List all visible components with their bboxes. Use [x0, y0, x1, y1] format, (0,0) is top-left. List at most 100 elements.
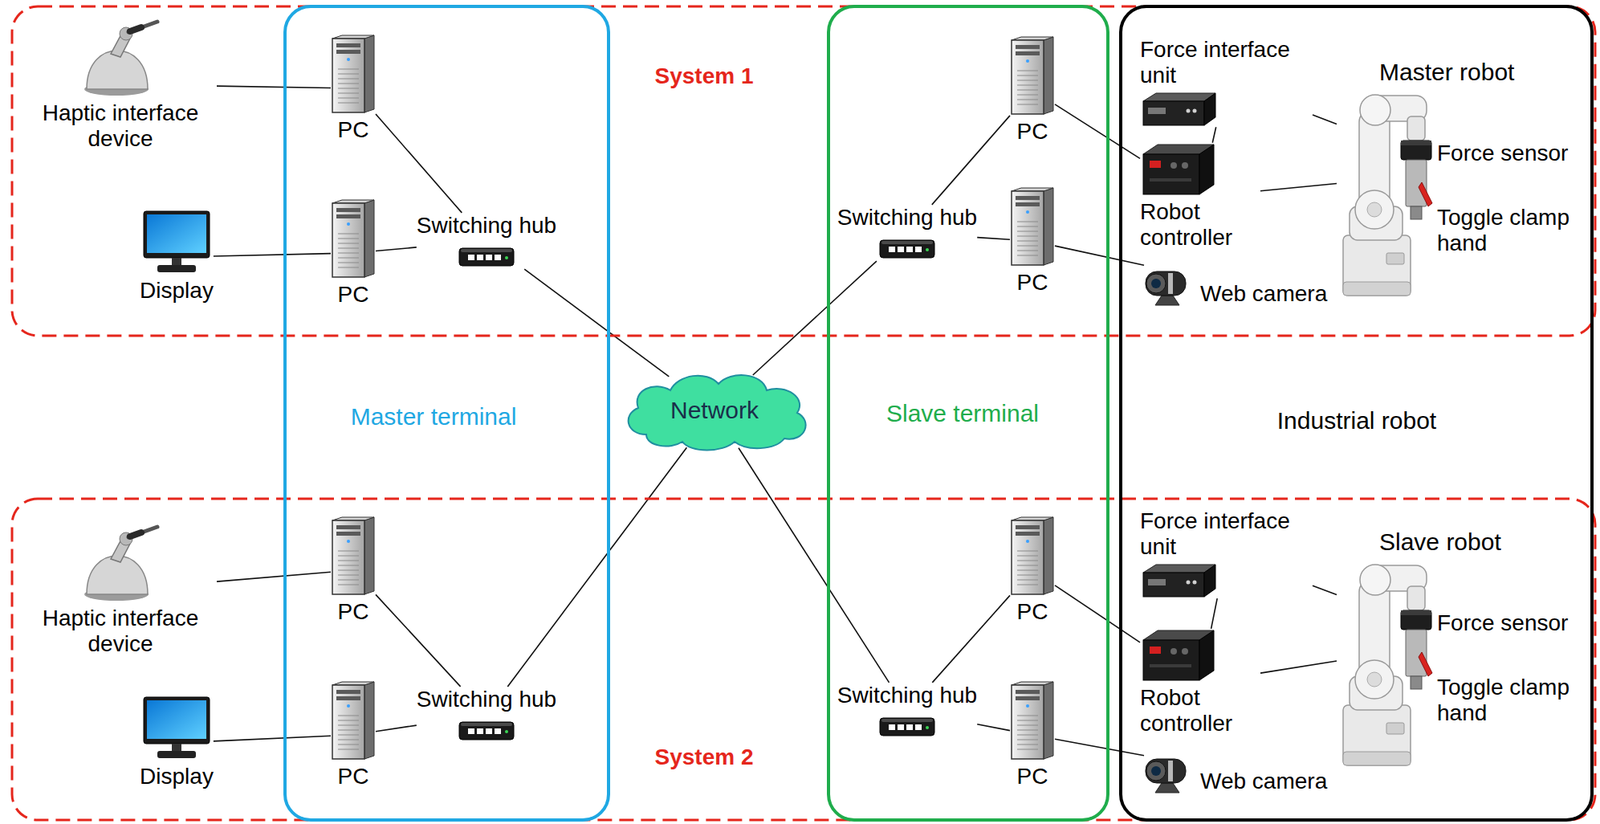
- ctrl-icon: [1143, 144, 1214, 195]
- force-icon: [1143, 93, 1216, 126]
- connector: [1054, 104, 1140, 159]
- connector: [1054, 585, 1140, 643]
- connector: [375, 247, 417, 252]
- group-title: System 2: [655, 744, 754, 770]
- group-title: Master terminal: [350, 403, 518, 432]
- web-camera: Web camera: [1144, 750, 1328, 794]
- pc-icon: [1009, 186, 1055, 267]
- device-label: Haptic interface device: [24, 605, 217, 657]
- robot-icon: [1336, 561, 1434, 767]
- pc-icon: [332, 517, 375, 595]
- ctrl-icon: [1139, 628, 1217, 682]
- industrial-robot-group: Industrial robotForce interface unitRobo…: [1119, 4, 1594, 822]
- pc-icon: [1011, 681, 1054, 759]
- haptic-icon: [84, 526, 158, 601]
- connector: [216, 571, 331, 582]
- connector: [738, 447, 890, 683]
- hub-icon: [879, 717, 935, 736]
- robot-icon: [1336, 92, 1434, 298]
- device-label: Web camera: [1200, 280, 1328, 307]
- connector: [1211, 598, 1218, 629]
- group-title: Slave terminal: [886, 399, 1039, 428]
- group-title: System 1: [655, 63, 754, 90]
- pc-icon: [332, 681, 375, 759]
- connector: [213, 735, 331, 741]
- pc: PC: [330, 679, 376, 790]
- connector: [213, 253, 331, 257]
- connector: [375, 724, 417, 732]
- pc-icon: [1011, 36, 1054, 114]
- force-interface-unit: Force interface unit: [1139, 36, 1313, 127]
- device-label: Force interface unit: [1139, 36, 1313, 89]
- web-camera: Web camera: [1144, 263, 1328, 307]
- hub-icon: [879, 233, 936, 261]
- cam-icon: [1144, 750, 1193, 794]
- hub-icon: [879, 711, 936, 739]
- device-label: PC: [337, 281, 370, 308]
- pc-icon: [332, 199, 375, 277]
- switching-hub: Switching hub: [416, 212, 557, 269]
- connector: [1054, 738, 1145, 756]
- switching-hub: Switching hub: [837, 204, 978, 261]
- hub-icon: [459, 248, 514, 266]
- pc-icon: [330, 33, 376, 114]
- hub-icon: [459, 721, 514, 740]
- device-label: Robot controller: [1139, 199, 1261, 251]
- switching-hub: Switching hub: [837, 682, 978, 739]
- device-label: PC: [1017, 118, 1049, 145]
- connector: [216, 85, 331, 88]
- connector: [1312, 114, 1337, 125]
- connector: [524, 268, 669, 377]
- device-label: PC: [1017, 763, 1049, 790]
- display: Display: [139, 696, 214, 790]
- robot-controller: Robot controller: [1139, 628, 1261, 737]
- connector: [1260, 183, 1337, 192]
- switching-hub: Switching hub: [416, 686, 557, 743]
- device-label: Switching hub: [416, 212, 557, 239]
- connector: [1212, 126, 1216, 143]
- part-label: Toggle clamp hand: [1437, 204, 1582, 257]
- network-cloud: Network: [614, 366, 815, 455]
- force-icon: [1139, 91, 1218, 127]
- hub-icon: [458, 241, 515, 269]
- cloud-shape: [628, 374, 807, 450]
- cam-icon: [1144, 263, 1193, 307]
- pc-icon: [1011, 187, 1054, 265]
- haptic-device: Haptic interface device: [24, 521, 217, 657]
- connector: [1312, 585, 1337, 595]
- haptic-icon: [84, 21, 158, 96]
- display-icon: [143, 211, 210, 273]
- robot-icon: [1343, 564, 1433, 766]
- connector: [1260, 660, 1337, 673]
- connector: [932, 594, 1010, 683]
- pc: PC: [1009, 35, 1055, 145]
- device-label: PC: [1017, 269, 1049, 296]
- part-label: Force sensor: [1437, 610, 1568, 636]
- device-label: Display: [139, 277, 214, 304]
- part-label: Force sensor: [1437, 140, 1568, 167]
- group-title: Industrial robot: [1277, 407, 1437, 436]
- ctrl-icon: [1139, 142, 1217, 196]
- pc: PC: [1009, 679, 1055, 790]
- device-label: PC: [337, 763, 370, 790]
- pc: PC: [330, 198, 376, 308]
- device-label: Force interface unit: [1139, 508, 1313, 560]
- haptic-icon: [80, 16, 161, 98]
- haptic-icon: [80, 521, 161, 603]
- pc-icon: [330, 515, 376, 596]
- device-label: PC: [1017, 598, 1049, 625]
- device-label: Switching hub: [837, 682, 978, 709]
- connector: [932, 115, 1010, 205]
- pc: PC: [330, 33, 376, 143]
- device-label: Haptic interface device: [24, 100, 217, 152]
- device-label: Robot controller: [1139, 684, 1261, 737]
- device-label: PC: [337, 117, 370, 143]
- pc-icon: [332, 35, 375, 113]
- pc-icon: [330, 679, 376, 761]
- robot-controller: Robot controller: [1139, 142, 1261, 251]
- robot-name: Slave robot: [1379, 528, 1502, 557]
- robot-arm: Slave robotForce sensorToggle clamp hand: [1336, 513, 1585, 769]
- pc-icon: [1009, 515, 1055, 596]
- pc-icon: [1009, 679, 1055, 761]
- connector: [375, 594, 461, 687]
